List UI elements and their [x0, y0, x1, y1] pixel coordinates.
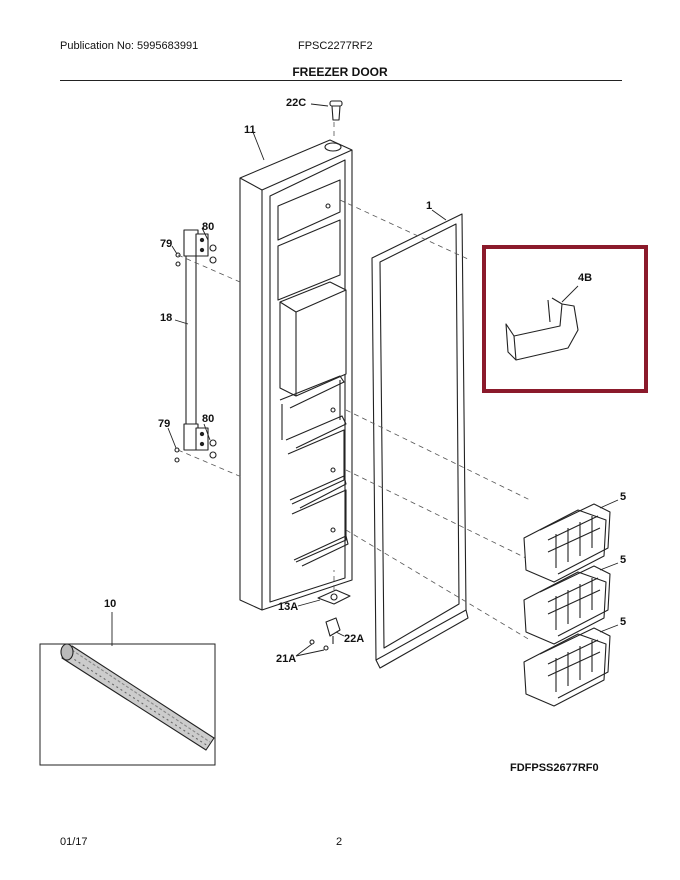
hinge-parts [309, 589, 351, 651]
part-11-door [239, 139, 353, 611]
callout-5-middle: 5 [620, 554, 627, 566]
callout-80-top: 80 [202, 221, 215, 233]
page-number: 2 [336, 836, 343, 848]
publication-number: Publication No: 5995683991 [60, 40, 199, 52]
callout-18: 18 [160, 312, 173, 324]
highlight-box [482, 245, 648, 393]
callout-21a: 21A [276, 653, 297, 665]
part-4b-bin [505, 297, 579, 361]
screws-80-79 [174, 244, 217, 463]
callout-80-bottom: 80 [202, 413, 215, 425]
callout-10: 10 [104, 598, 117, 610]
callout-22c: 22C [286, 97, 307, 109]
callout-1: 1 [426, 200, 433, 212]
part-22c-cap [329, 100, 343, 121]
footer-date: 01/17 [60, 836, 88, 848]
part-10-tubing [60, 643, 215, 751]
part-1-gasket [371, 213, 469, 669]
callout-11: 11 [244, 124, 256, 136]
part-18-handle [183, 229, 209, 451]
callout-79-top: 79 [160, 238, 173, 250]
callout-4b: 4B [578, 272, 593, 284]
tubing-box [39, 643, 216, 766]
part-5-door-bins [523, 503, 611, 707]
callout-5-top: 5 [620, 491, 627, 503]
section-title: FREEZER DOOR [292, 65, 388, 79]
callout-5-bottom: 5 [620, 616, 627, 628]
callout-79-bottom: 79 [158, 418, 171, 430]
callout-22a: 22A [344, 633, 365, 645]
callout-13a: 13A [278, 601, 299, 613]
header-rule [60, 80, 622, 81]
model-number: FPSC2277RF2 [298, 40, 373, 52]
figure-code: FDFPSS2677RF0 [510, 762, 599, 774]
